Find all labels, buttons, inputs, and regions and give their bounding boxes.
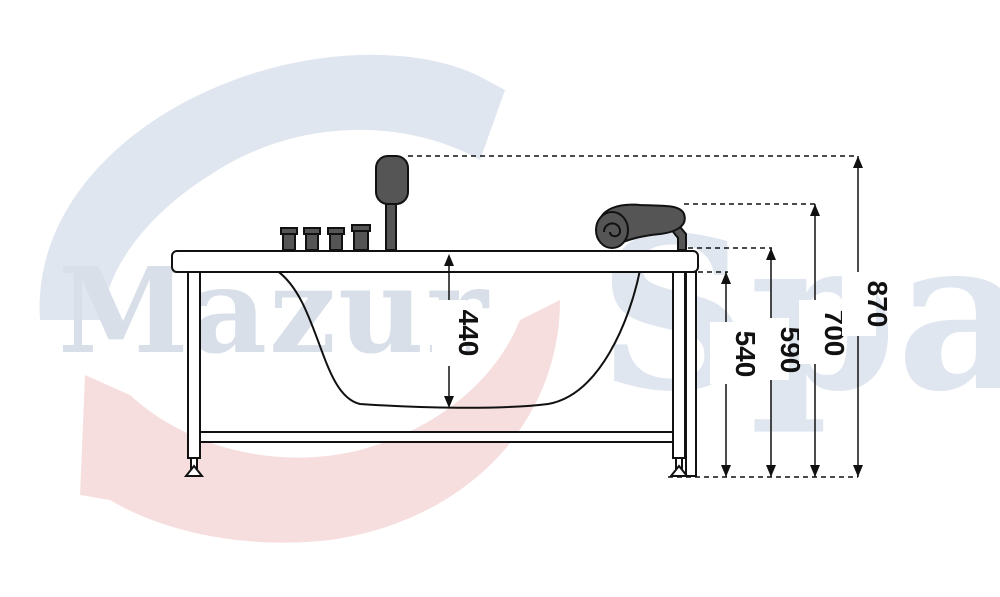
spout-cap [351, 224, 371, 232]
dim-arrow-700-bottom [810, 465, 820, 477]
dim-arrow-440-bottom [444, 396, 454, 408]
valve-2-cap [303, 227, 321, 235]
reference-lines [408, 155, 858, 478]
headrest-roll-swirl [603, 222, 622, 238]
dim-label-bg-870 [842, 272, 876, 336]
headrest [595, 203, 687, 251]
panel-edge [685, 271, 697, 477]
right-foot [668, 464, 690, 477]
dim-label-440: 440 [453, 310, 484, 357]
watermark-blue-arc [39, 54, 506, 321]
valve-1-cap [280, 227, 298, 235]
handset-stem [385, 203, 397, 251]
dimension-inner-depth: 440 [432, 254, 484, 408]
dim-label-bg-440 [432, 300, 466, 366]
dimension-870: 870 [842, 156, 893, 477]
dim-arrow-590-bottom [766, 465, 776, 477]
dim-arrow-590-top [766, 248, 776, 260]
right-leg [672, 271, 686, 459]
dim-arrow-540-top [721, 272, 731, 284]
dim-arrow-440-top [444, 254, 454, 266]
headrest-roll-end [595, 211, 629, 249]
shower-handset [375, 155, 409, 251]
dim-arrow-870-top [853, 156, 863, 168]
handset-head [375, 155, 409, 205]
tub-frame [183, 271, 697, 477]
dim-arrow-700-top [810, 204, 820, 216]
tub-basin-profile [275, 269, 641, 409]
valve-3-cap [327, 227, 345, 235]
dim-label-bg-540 [710, 322, 744, 384]
dim-arrow-870-bottom [853, 465, 863, 477]
tap-valves [280, 224, 371, 251]
dim-label-bg-590 [755, 318, 789, 380]
dim-arrow-540-bottom [721, 465, 731, 477]
dim-label-870: 870 [862, 281, 893, 328]
left-foot [183, 464, 205, 477]
tub-rim [171, 250, 699, 273]
frame-crossbar [199, 431, 674, 443]
dim-label-bg-700 [799, 300, 833, 364]
watermark-red-arc [80, 300, 560, 543]
left-leg [187, 271, 201, 459]
